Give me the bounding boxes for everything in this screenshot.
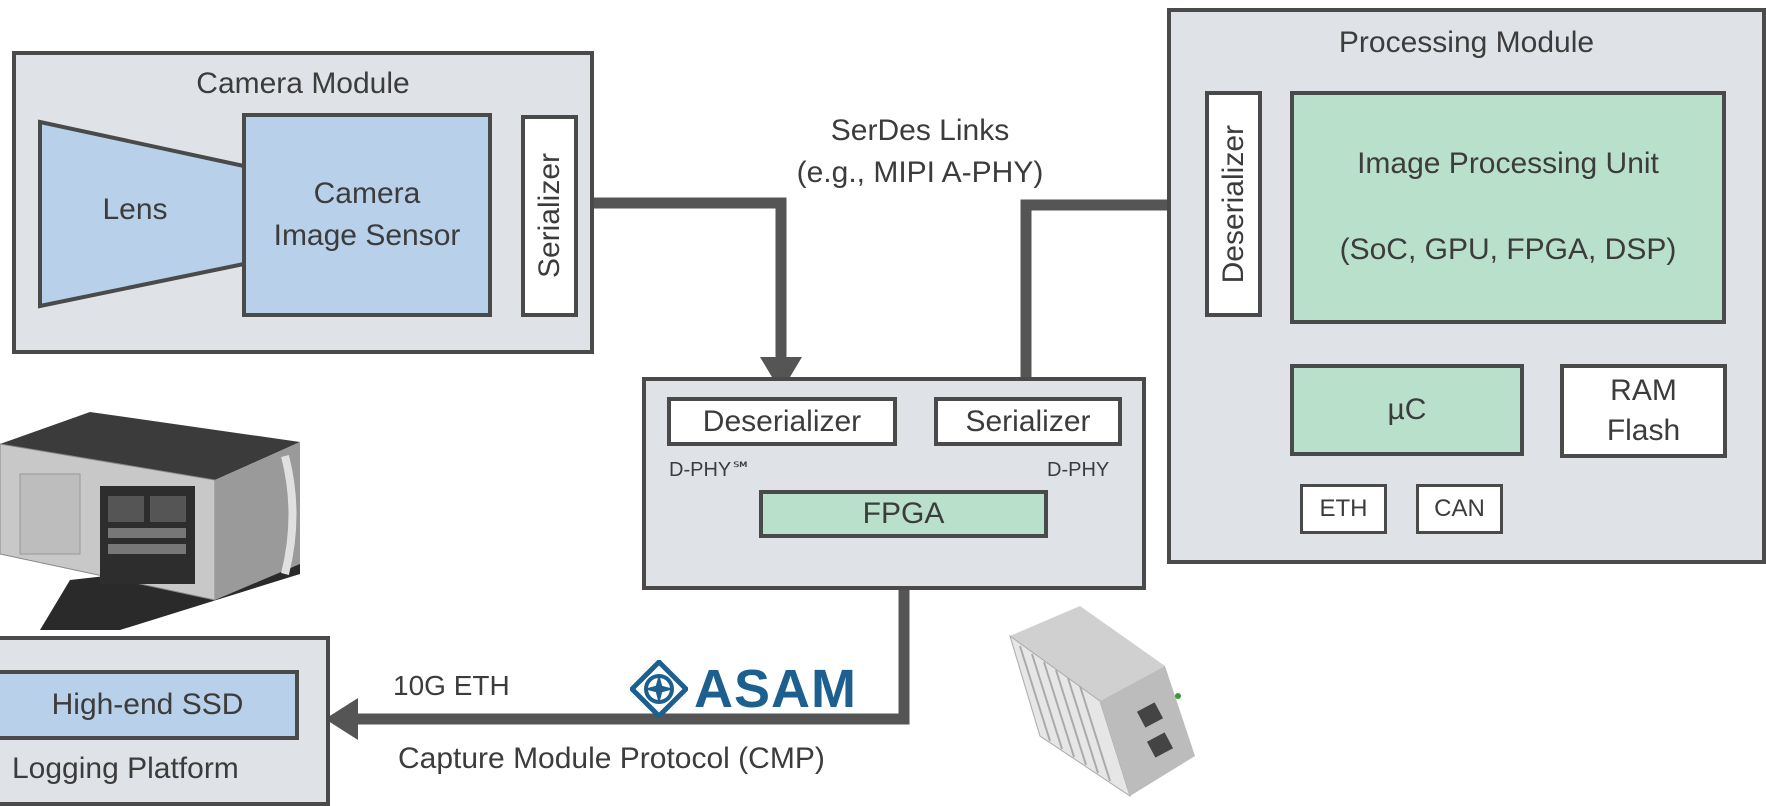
sensor-label-line1: Camera xyxy=(313,177,421,210)
ipu-label-line2: (SoC, GPU, FPGA, DSP) xyxy=(1339,233,1677,266)
asam-logo-text: ASAM xyxy=(694,659,857,719)
camera-image-sensor: Camera Image Sensor xyxy=(242,113,492,317)
capture-serializer: Serializer xyxy=(934,397,1122,446)
can-port: CAN xyxy=(1416,484,1503,534)
flash-label: Flash xyxy=(1606,414,1681,447)
serdes-label-line1: SerDes Links xyxy=(830,114,1010,147)
asam-logo: ASAM xyxy=(630,660,857,718)
camera-module-title: Camera Module xyxy=(196,67,410,100)
processing-deserializer: Deserializer xyxy=(1205,91,1262,317)
ram-flash: RAM Flash xyxy=(1560,364,1727,458)
sensor-label-line2: Image Sensor xyxy=(273,219,461,252)
serdes-link-camera-arrowhead xyxy=(760,357,802,392)
serdes-link-camera-to-capture xyxy=(594,197,787,360)
microcontroller: µC xyxy=(1290,364,1524,456)
dphy-label-left: D-PHY℠ xyxy=(669,459,752,481)
asam-emblem-icon xyxy=(630,660,688,718)
ram-label: RAM xyxy=(1610,374,1677,407)
capture-fpga: FPGA xyxy=(759,490,1048,538)
fpga-to-logging-link xyxy=(355,540,910,725)
processing-deserializer-label: Deserializer xyxy=(1216,124,1250,284)
serdes-label-line2: (e.g., MIPI A-PHY) xyxy=(796,156,1044,189)
eth-link-label: 10G ETH xyxy=(393,670,510,701)
high-end-ssd: High-end SSD xyxy=(0,670,299,740)
logging-rack-device-image xyxy=(0,412,300,630)
eth-port: ETH xyxy=(1300,484,1387,534)
capture-module-device-image xyxy=(1009,606,1195,798)
dphy-label-right: D-PHY xyxy=(1047,459,1110,481)
logging-link-arrowhead xyxy=(325,698,358,740)
serdes-links-label: SerDes Links (e.g., MIPI A-PHY) xyxy=(740,110,1100,194)
capture-deserializer: Deserializer xyxy=(667,397,897,446)
camera-serializer-label: Serializer xyxy=(532,153,566,279)
cmp-protocol-label: Capture Module Protocol (CMP) xyxy=(398,742,825,775)
logging-platform-title: Logging Platform xyxy=(12,752,239,785)
ipu-label-line1: Image Processing Unit xyxy=(1357,147,1659,180)
image-processing-unit: Image Processing Unit (SoC, GPU, FPGA, D… xyxy=(1290,91,1726,324)
processing-module-title: Processing Module xyxy=(1338,26,1595,59)
camera-serializer: Serializer xyxy=(521,115,578,317)
serdes-link-capture-to-processing xyxy=(1020,199,1175,396)
lens-label: Lens xyxy=(102,193,168,226)
